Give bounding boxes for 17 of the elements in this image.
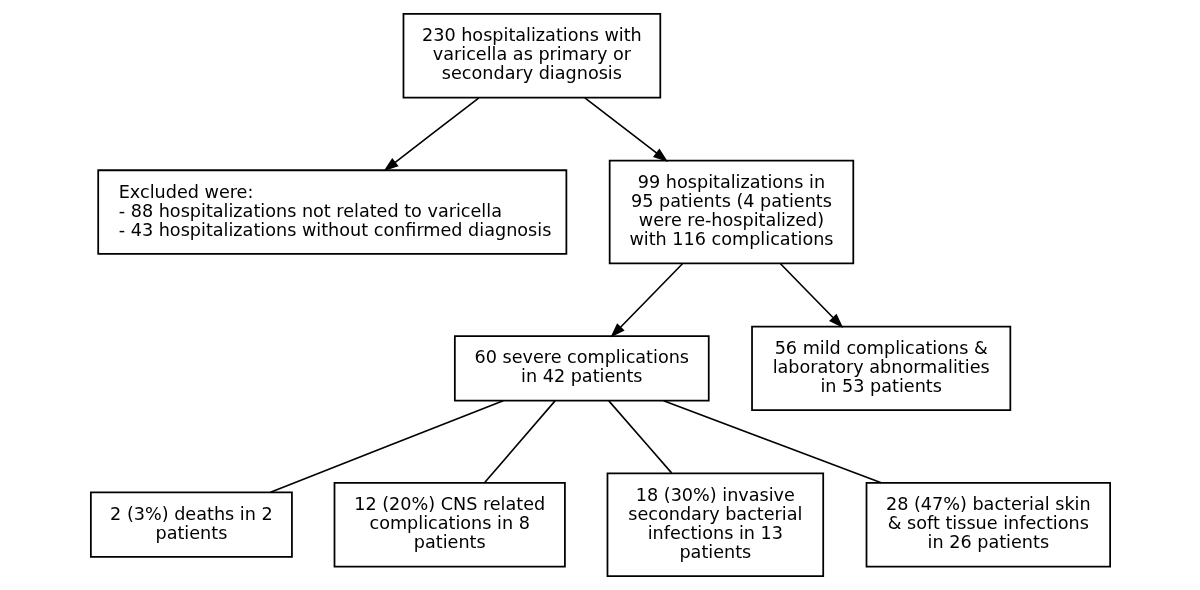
connector — [483, 400, 556, 484]
connector — [662, 399, 882, 484]
node-box: 28 (47%) bacterial skin & soft tissue infections in 26 patients — [865, 481, 1111, 568]
arrow — [609, 262, 683, 338]
node-box: 18 (30%) invasive secondary bacterial infections in 13 patients — [606, 472, 824, 577]
node-box: 99 hospitalizations in 95 patients (4 patients were re-hospitalized) with 116 complications — [608, 159, 854, 265]
arrow — [583, 97, 668, 162]
node-box: 60 severe complications in 42 patients — [453, 335, 710, 402]
node-box: 230 hospitalizations with varicella as primary or secondary diagnosis — [402, 13, 661, 99]
connector — [269, 399, 504, 493]
node-box: 2 (3%) deaths in 2 patients — [89, 491, 293, 558]
arrow — [779, 262, 843, 329]
node-box: 12 (20%) CNS related complications in 8 patients — [333, 481, 566, 568]
node-box: 56 mild complications & laboratory abnormalities in 53 patients — [750, 325, 1011, 412]
connector — [607, 400, 672, 474]
arrow — [383, 97, 480, 172]
node-box: Excluded were: - 88 hospitalizations not related to varicella - 43 hospitalizations without confirmed diagnosis — [96, 169, 567, 255]
